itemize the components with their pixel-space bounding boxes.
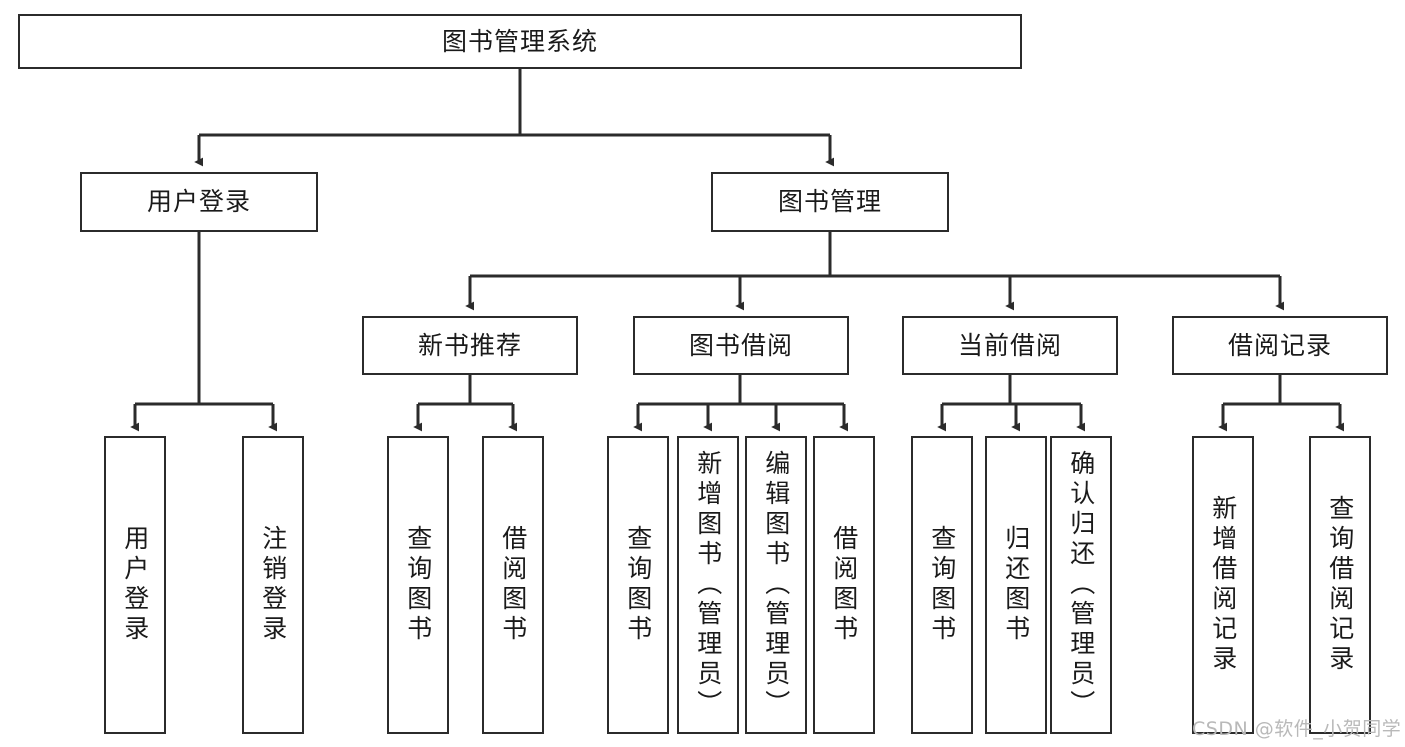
node-leaf-add-book[interactable]: 新增图书（管理员） bbox=[677, 436, 739, 734]
node-label: 注销登录 bbox=[258, 525, 288, 645]
node-label: 借阅记录 bbox=[1227, 330, 1332, 360]
node-label: 确认归还（管理员） bbox=[1066, 450, 1096, 720]
node-label: 查询图书 bbox=[927, 525, 957, 645]
node-label: 图书管理系统 bbox=[441, 26, 598, 56]
node-leaf-query-book-3[interactable]: 查询图书 bbox=[911, 436, 973, 734]
node-label: 编辑图书（管理员） bbox=[761, 450, 791, 720]
node-label: 查询图书 bbox=[403, 525, 433, 645]
node-label: 用户登录 bbox=[120, 525, 150, 645]
node-leaf-user-logout[interactable]: 注销登录 bbox=[242, 436, 304, 734]
node-leaf-borrow-book-1[interactable]: 借阅图书 bbox=[482, 436, 544, 734]
node-label: 归还图书 bbox=[1001, 525, 1031, 645]
node-root[interactable]: 图书管理系统 bbox=[18, 14, 1022, 69]
node-leaf-query-record[interactable]: 查询借阅记录 bbox=[1309, 436, 1371, 734]
node-leaf-query-book-1[interactable]: 查询图书 bbox=[387, 436, 449, 734]
node-label: 新增借阅记录 bbox=[1208, 495, 1238, 675]
node-current-borrow[interactable]: 当前借阅 bbox=[902, 316, 1118, 375]
node-book-manage[interactable]: 图书管理 bbox=[711, 172, 949, 232]
node-borrow-record[interactable]: 借阅记录 bbox=[1172, 316, 1388, 375]
node-leaf-confirm-return[interactable]: 确认归还（管理员） bbox=[1050, 436, 1112, 734]
node-label: 借阅图书 bbox=[498, 525, 528, 645]
node-label: 新书推荐 bbox=[417, 330, 522, 360]
node-label: 图书管理 bbox=[777, 187, 882, 217]
node-label: 用户登录 bbox=[146, 187, 251, 217]
node-label: 当前借阅 bbox=[957, 330, 1062, 360]
watermark-label: CSDN @软件_小贺同学 bbox=[1192, 718, 1402, 740]
node-label: 查询借阅记录 bbox=[1325, 495, 1355, 675]
node-label: 图书借阅 bbox=[688, 330, 793, 360]
node-user-login[interactable]: 用户登录 bbox=[80, 172, 318, 232]
node-book-borrow[interactable]: 图书借阅 bbox=[633, 316, 849, 375]
node-leaf-user-login[interactable]: 用户登录 bbox=[104, 436, 166, 734]
node-label: 借阅图书 bbox=[829, 525, 859, 645]
node-leaf-add-record[interactable]: 新增借阅记录 bbox=[1192, 436, 1254, 734]
node-leaf-borrow-book-2[interactable]: 借阅图书 bbox=[813, 436, 875, 734]
node-label: 查询图书 bbox=[623, 525, 653, 645]
node-leaf-query-book-2[interactable]: 查询图书 bbox=[607, 436, 669, 734]
node-leaf-return-book[interactable]: 归还图书 bbox=[985, 436, 1047, 734]
node-leaf-edit-book[interactable]: 编辑图书（管理员） bbox=[745, 436, 807, 734]
node-new-book-rec[interactable]: 新书推荐 bbox=[362, 316, 578, 375]
node-label: 新增图书（管理员） bbox=[693, 450, 723, 720]
